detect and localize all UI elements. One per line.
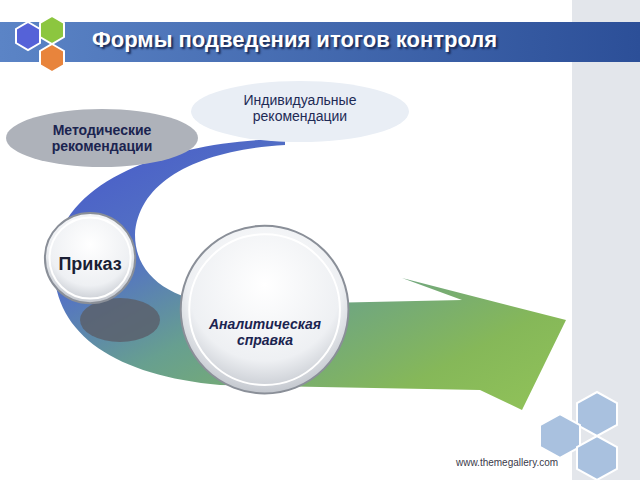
slide-title: Формы подведения итогов контроля <box>92 27 497 53</box>
node-text: Аналитическая справка <box>203 316 327 348</box>
node-text: Индивидуальные рекомендации <box>220 92 380 124</box>
ellipse-node: Индивидуальные рекомендации <box>191 81 409 142</box>
circle-node: Приказ <box>44 212 136 304</box>
circle-outline <box>179 224 350 395</box>
node-text: Приказ <box>58 254 121 275</box>
ellipse-node: Методические рекомендации <box>6 109 198 167</box>
watermark: www.themegallery.com <box>456 457 558 468</box>
shadow <box>80 298 160 342</box>
node-text: Методические рекомендации <box>32 122 172 154</box>
title-bar <box>0 22 640 62</box>
side-strip <box>572 0 640 480</box>
circle-node: Аналитическая справка <box>179 224 350 395</box>
hex-icon <box>16 16 64 72</box>
